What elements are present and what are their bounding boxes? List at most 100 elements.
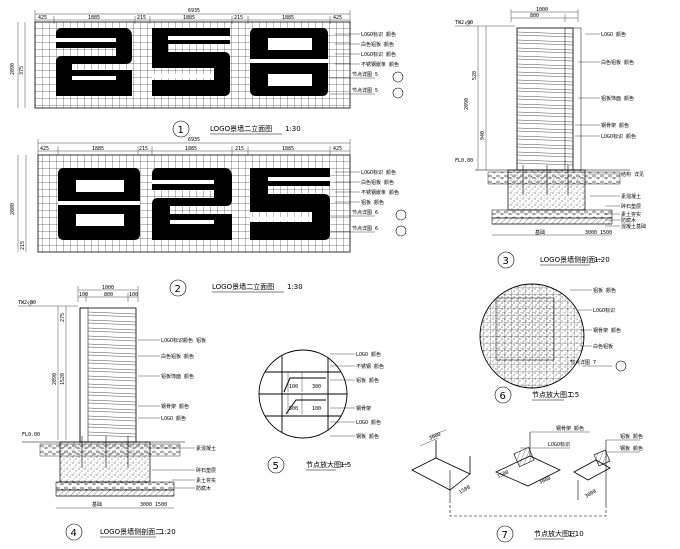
det5-index: 5 xyxy=(273,461,279,472)
sec4-note-3: 铝板饰面 颜色 xyxy=(161,373,194,380)
sec3-dim-top-2: 800 xyxy=(530,13,539,19)
det5-caption: 节点放大图一 xyxy=(306,460,348,469)
sec3-index: 3 xyxy=(503,256,509,267)
elev2-dim-7: 425 xyxy=(333,146,342,152)
elev1-dim-7: 425 xyxy=(333,15,342,21)
elev1-note-1: LOGO标识 颜色 xyxy=(361,31,396,38)
elev1-caption: LOGO景墙二立面图 xyxy=(210,124,272,133)
sec3-left-dim-3: 940 xyxy=(480,131,486,140)
elev2-dim-6: 1885 xyxy=(282,146,294,152)
elev1-dim-4: 1885 xyxy=(183,15,195,21)
sec4-note-6: 素混凝土 xyxy=(196,445,216,452)
det5-note-3: 铝板 颜色 xyxy=(356,377,379,384)
sec3-note-3: 铝板饰面 颜色 xyxy=(601,95,634,102)
elev1-index: 1 xyxy=(178,125,184,136)
elev2-note-2: 白色铝板 颜色 xyxy=(361,179,394,186)
elev1-note-2: 白色铝板 颜色 xyxy=(361,41,394,48)
sec3-note-2: 白色铝板 颜色 xyxy=(601,59,634,66)
det6-note-1: 铝板 颜色 xyxy=(593,287,616,294)
elev1-index-bubble xyxy=(172,120,190,138)
elev1-scale: 1:30 xyxy=(285,125,301,133)
sec3-level-top: TW2.90 xyxy=(455,20,473,26)
sec3-left-dim-1: 520 xyxy=(472,71,478,80)
elev2-index-bubble xyxy=(169,279,187,297)
sec4-index: 4 xyxy=(71,528,77,539)
det6-note-4: 白色铝板 xyxy=(593,343,613,350)
det7-dim-4: 3000 xyxy=(538,475,551,485)
elev2-note-3: 不锈钢嵌条 颜色 xyxy=(361,189,399,196)
det5-dim-4: 100 xyxy=(312,406,321,412)
sec4-note-7: 碎石垫层 xyxy=(196,467,216,474)
sec3-scale: 1:20 xyxy=(594,256,610,264)
sec3-note-7: 素混凝土 xyxy=(621,193,641,200)
elev2-ref-bubble-1 xyxy=(395,209,407,221)
detail-7: 3000 1500 钢骨架 颜色 LOGO标识 铝板 颜色 钢板 颜色 3000… xyxy=(411,425,643,543)
det6-ref-bubble xyxy=(615,360,627,372)
det7-dim-2: 1500 xyxy=(458,485,471,496)
sec3-caption: LOGO景墙侧剖面一 xyxy=(540,255,602,264)
sec4-slats xyxy=(87,311,137,438)
elev2-ref-2: 节点详图 6 xyxy=(352,225,378,232)
det5-scale: 1:5 xyxy=(340,461,351,469)
det7-note-3: 铝板 颜色 xyxy=(620,433,643,440)
sec3-left-dim-2: 2090 xyxy=(464,98,470,110)
elev2-glyph-5 xyxy=(250,168,330,240)
det5-note-4: 钢骨架 xyxy=(356,405,371,412)
elev1-note-3: LOGO标识 颜色 xyxy=(361,51,396,58)
sec4-dim-top-3: 800 xyxy=(104,292,113,298)
det6-ref: 节点详图 7 xyxy=(570,359,596,366)
sec4-note-9: 防腐木 xyxy=(196,485,211,492)
elev2-glyph-2 xyxy=(152,168,232,240)
sec4-concrete-footing xyxy=(59,441,151,483)
sec4-note-1: LOGO标识颜色 铝板 xyxy=(161,337,206,344)
elev1-dim-5: 215 xyxy=(234,15,243,21)
sec3-base-label-2: 3000 1500 xyxy=(585,230,612,236)
elev2-note-4: 铝板 颜色 xyxy=(361,199,384,206)
sec4-scale: 1:20 xyxy=(160,528,176,536)
sec4-note-2: 白色铝板 颜色 xyxy=(161,353,194,360)
elev1-dim-1: 425 xyxy=(38,15,47,21)
det6-note-3: 钢骨架 颜色 xyxy=(593,327,621,334)
det6-caption: 节点放大图二 xyxy=(532,390,574,399)
sec3-note-1: LOGO 颜色 xyxy=(601,31,626,38)
det6-index-bubble xyxy=(494,386,512,404)
elev2-caption: LOGO景墙二立面图 xyxy=(212,282,274,291)
det7-note-1: 钢骨架 颜色 xyxy=(556,425,584,432)
elev1-left-dim-1: 2090 xyxy=(10,63,16,75)
elev2-left-dim-1: 2080 xyxy=(10,203,16,215)
det6-scale: 1:5 xyxy=(568,391,579,399)
elev1-ref-bubble-1 xyxy=(392,71,404,83)
elevation-2: 6935 425 1885 215 1885 215 1885 425 2080… xyxy=(10,137,407,297)
elevation-1: 6935 425 1885 215 1885 215 1885 425 2090… xyxy=(10,8,404,138)
sec3-slats xyxy=(516,31,574,166)
det7-index-bubble xyxy=(496,525,514,543)
elev1-dim-3: 215 xyxy=(137,15,146,21)
sec4-index-bubble xyxy=(65,523,83,541)
det7-caption: 节点放大图三 xyxy=(534,529,576,538)
sec4-caption: LOGO景墙侧剖面二 xyxy=(100,527,162,536)
sec4-base-label-2: 3000 1500 xyxy=(140,502,167,508)
elev2-index: 2 xyxy=(175,284,181,295)
det7-scale: 1:10 xyxy=(568,530,584,538)
det5-dim-3: 500 xyxy=(289,406,298,412)
det7-note-4: 钢板 颜色 xyxy=(620,445,643,452)
sec3-note-5: LOGO标识 颜色 xyxy=(601,133,636,140)
elev1-ref-2: 节点详图 5 xyxy=(352,87,378,94)
elev2-ref-1: 节点详图 6 xyxy=(352,209,378,216)
sec3-index-bubble xyxy=(497,251,515,269)
sec4-dim-top-2: 100 xyxy=(79,292,88,298)
sec3-note-6: 结构 详见 xyxy=(621,171,644,178)
section-3: 1000 800 TW2.90 520 2090 940 LOGO 颜色 白色铝… xyxy=(455,7,646,269)
sec3-note-10: 防腐木 xyxy=(621,217,636,224)
sec4-left-dim-1: 275 xyxy=(60,313,66,322)
elev2-dim-4: 1885 xyxy=(185,146,197,152)
sec4-dim-top-4: 100 xyxy=(129,292,138,298)
sec3-concrete-footing xyxy=(507,169,586,211)
detail-6: 铝板 颜色 LOGO标识 钢骨架 颜色 白色铝板 节点详图 7 6 节点放大图二… xyxy=(479,283,627,404)
sec4-level-ground: FL0.00 xyxy=(22,432,40,438)
det6-note-2: LOGO标识 xyxy=(593,307,615,314)
elev1-glyph-5 xyxy=(152,28,230,96)
elev1-ref-1: 节点详图 5 xyxy=(352,71,378,78)
sec3-note-9: 素土夯实 xyxy=(621,211,641,218)
